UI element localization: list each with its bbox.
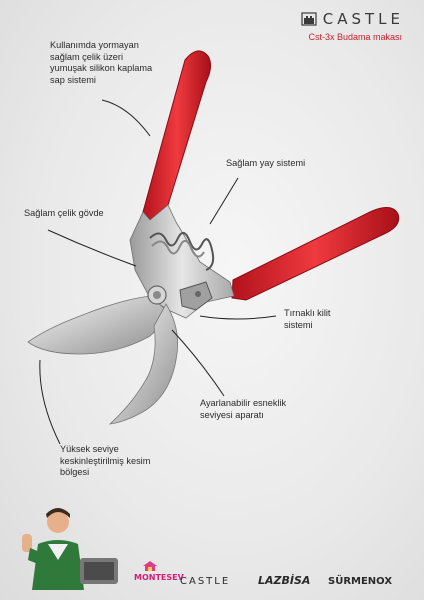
lower-blade <box>108 303 179 425</box>
brand-row: CASTLE <box>254 10 404 28</box>
lazbisa-logo-text: LAZBİSA <box>258 574 311 587</box>
castle-tower-icon <box>301 12 317 26</box>
callout-handle: Kullanımda yormayan sağlam çelik üzeri y… <box>50 40 153 85</box>
brand-header: CASTLE Cst-3x Budama makası <box>254 10 404 42</box>
callout-spring: Sağlam yay sistemi <box>226 158 306 168</box>
callout-line-handle <box>101 99 151 137</box>
callout-line-adjuster <box>171 329 225 397</box>
lock-screw <box>195 291 201 297</box>
product-name: Cst-3x Budama makası <box>308 32 402 42</box>
castle-logo: CASTLE <box>180 576 230 587</box>
surmenox-logo-text: SÜRMENOX <box>328 576 393 587</box>
callout-blade: Yüksek seviye keskinleştirilmiş kesim bö… <box>60 444 151 477</box>
lazbisa-logo: LAZBİSA <box>258 574 310 587</box>
upper-handle-grip <box>142 50 212 221</box>
upper-blade <box>27 295 167 355</box>
callout-lines <box>39 99 277 445</box>
lower-handle-grip <box>231 207 400 301</box>
callout-line-spring <box>209 177 239 225</box>
montesev-logo: MONTESEV <box>134 560 184 582</box>
house-icon <box>142 560 158 572</box>
surmenox-logo: SÜRMENOX <box>328 576 392 587</box>
callout-body: Sağlam çelik gövde <box>24 208 104 218</box>
pivot-bolt-center <box>153 291 161 299</box>
spring <box>149 231 215 271</box>
callout-line-lock <box>199 315 277 320</box>
brand-name: CASTLE <box>322 10 404 28</box>
callout-lock: Tırnaklı kilit sistemi <box>284 308 331 330</box>
callout-line-body <box>47 229 137 267</box>
montesev-logo-text: MONTESEV <box>134 573 184 582</box>
callout-line-blade <box>39 359 61 445</box>
castle-logo-text: CASTLE <box>180 576 231 587</box>
footer-logos: MONTESEV CASTLE LAZBİSA SÜRMENOX <box>0 508 424 600</box>
callout-adjuster: Ayarlanabilir esneklik seviyesi aparatı <box>200 398 287 420</box>
person-thumbs-up-image <box>22 508 118 590</box>
